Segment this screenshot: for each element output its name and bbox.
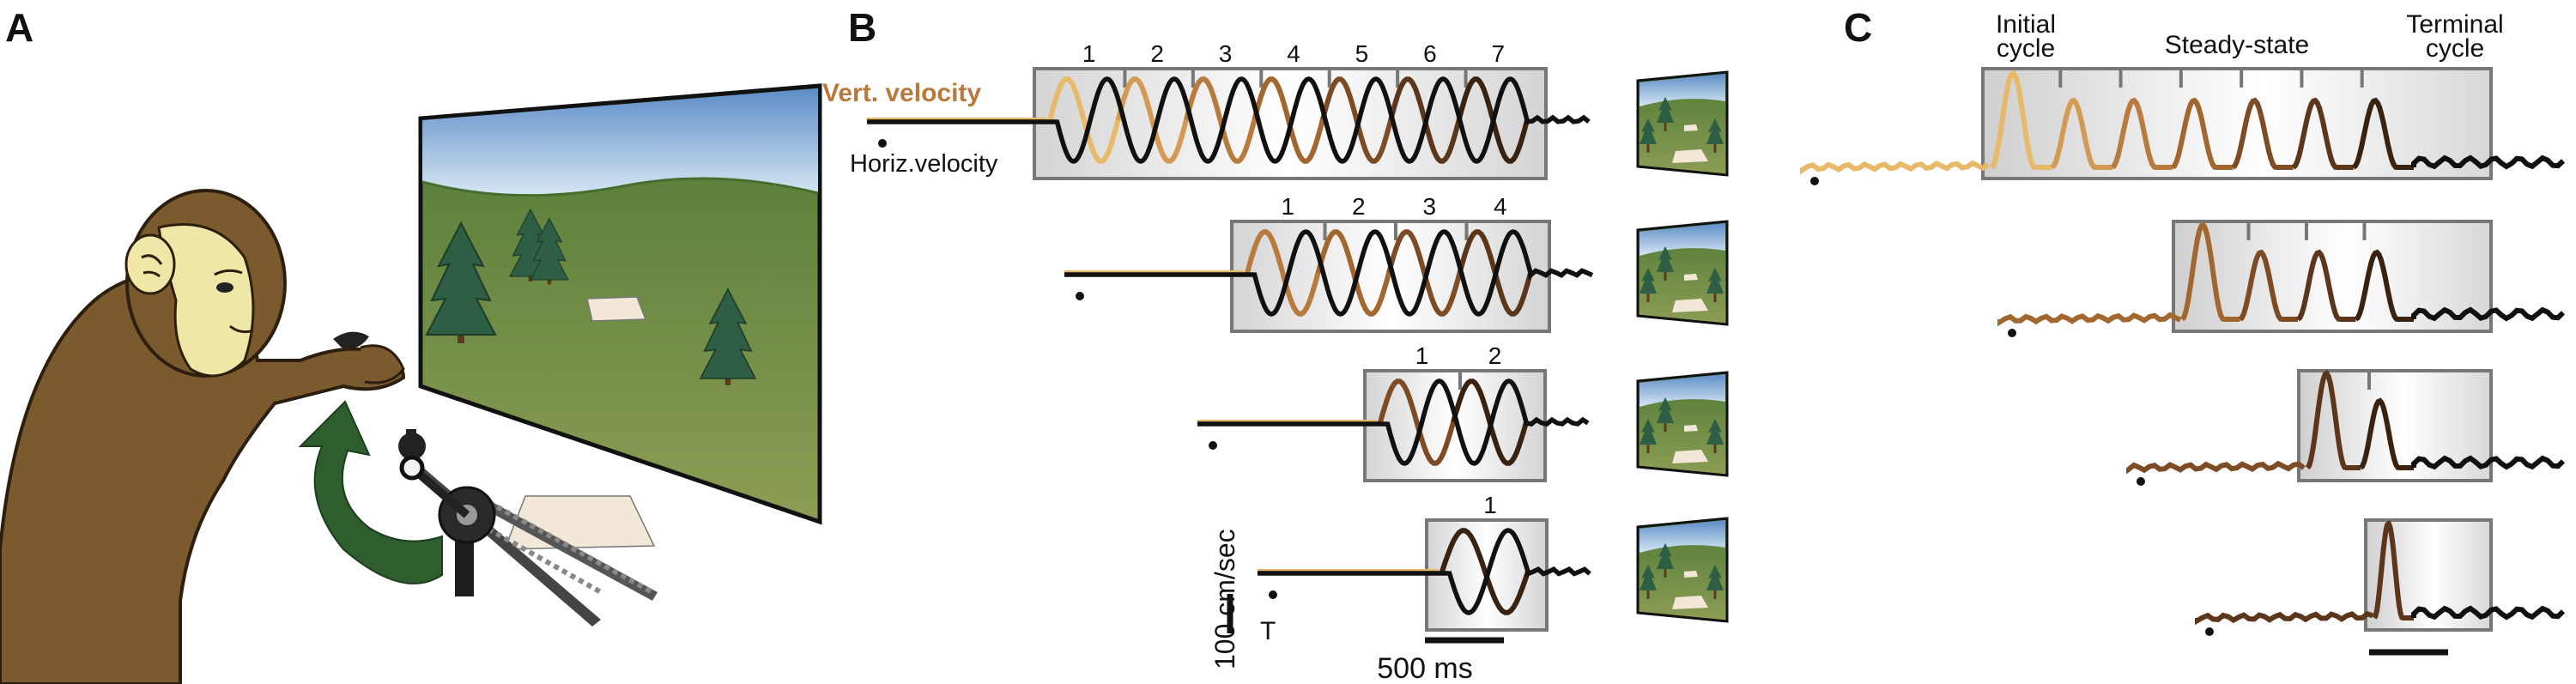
vertical-velocity-cycle xyxy=(1440,528,1530,615)
vertical-velocity-cycle xyxy=(1315,229,1391,317)
speed-peak xyxy=(2110,97,2173,170)
cycle-number: 1 xyxy=(1281,193,1294,220)
vertical-velocity-cycle xyxy=(1378,378,1456,466)
start-dot xyxy=(2205,627,2214,636)
vert-velocity-label: Vert. velocity xyxy=(822,79,981,107)
panel-a-letter: A xyxy=(5,5,33,50)
cycle-number: 3 xyxy=(1219,40,1233,67)
target-patch xyxy=(586,296,647,322)
speed-peak xyxy=(2238,249,2298,322)
terminal-cycle-label-line1: Terminal xyxy=(2406,10,2503,39)
time-scale-label: 500 ms xyxy=(1377,652,1473,684)
cycle-number: 4 xyxy=(1287,40,1300,67)
cycle-number: 2 xyxy=(1488,342,1502,369)
vertical-velocity-cycle xyxy=(1386,229,1463,317)
scene-thumbnail xyxy=(1636,220,1729,326)
vertical-velocity-cycle xyxy=(1319,76,1394,164)
scene-thumbnail xyxy=(1636,371,1729,477)
cycle-number: 1 xyxy=(1483,492,1497,518)
scene-thumbnail xyxy=(1636,70,1729,177)
cycle-number: 5 xyxy=(1355,40,1369,67)
speed-peak xyxy=(2291,97,2354,170)
speed-peak xyxy=(2231,97,2294,170)
vertical-velocity-cycle xyxy=(1047,76,1121,164)
speed-tail xyxy=(2411,605,2566,620)
initial-cycle-label-line1: Initial xyxy=(1996,10,2056,39)
start-dot xyxy=(1269,590,1277,599)
speed-lead-in xyxy=(2126,460,2306,475)
trial-row-c xyxy=(2195,518,2566,656)
trial-row-b: 1 2 3 4 5 6 7 xyxy=(867,40,1729,180)
start-dot xyxy=(2137,477,2145,486)
speed-peak xyxy=(2372,519,2414,620)
cycle-number: 2 xyxy=(1150,40,1164,67)
vertical-velocity-cycle xyxy=(1115,76,1189,164)
start-dot xyxy=(878,139,887,148)
steady-state-label: Steady-state xyxy=(2165,31,2309,59)
cycle-number: 6 xyxy=(1423,40,1437,67)
monkey xyxy=(0,189,406,684)
trial-row-c xyxy=(1997,220,2566,337)
horizontal-velocity-trace xyxy=(1258,528,1591,615)
hand-crank xyxy=(333,331,658,626)
vertical-velocity-cycle xyxy=(1245,229,1321,317)
velocity-scale-label: 100 cm/sec xyxy=(1209,529,1240,669)
trial-row-b: 1 xyxy=(1258,492,1729,632)
start-dot xyxy=(1810,177,1819,185)
trial-row-b: 1 2 3 4 xyxy=(1064,193,1729,333)
start-marker-label: T xyxy=(1260,617,1276,645)
trial-row-c xyxy=(1800,67,2566,185)
scene-thumbnail xyxy=(1636,517,1729,623)
speed-peak xyxy=(2359,397,2414,470)
vertical-velocity-cycle xyxy=(1252,76,1325,164)
cycle-number: 7 xyxy=(1491,40,1505,67)
horiz-velocity-label: Horiz.velocity xyxy=(850,150,998,178)
cycle-number: 1 xyxy=(1082,40,1096,67)
trial-row-c xyxy=(2126,369,2566,486)
virtual-screen xyxy=(418,83,822,550)
panel-a: A xyxy=(0,5,822,684)
speed-lead-in xyxy=(1800,160,1990,175)
vertical-velocity-cycle xyxy=(1183,76,1258,164)
speed-lead-in xyxy=(1997,312,2182,327)
speed-peak xyxy=(2296,249,2356,322)
start-dot xyxy=(1076,292,1084,300)
speed-peak xyxy=(2179,221,2240,322)
horizontal-velocity-trace xyxy=(1197,378,1590,466)
speed-lead-in xyxy=(2195,610,2373,626)
start-dot xyxy=(2008,329,2016,337)
terminal-cycle-label-line2: cycle xyxy=(2426,34,2484,63)
panel-c-letter: C xyxy=(1844,5,1872,50)
speed-tail xyxy=(2411,154,2566,170)
speed-peak xyxy=(1989,70,2052,170)
speed-peak xyxy=(2050,97,2112,170)
speed-tail xyxy=(2411,455,2566,470)
cycle-number: 1 xyxy=(1415,342,1429,369)
speed-peak xyxy=(2351,97,2414,170)
cycle-number: 3 xyxy=(1422,193,1436,220)
speed-peak xyxy=(2354,249,2414,322)
cycle-number: 2 xyxy=(1352,193,1366,220)
initial-cycle-label-line2: cycle xyxy=(1997,34,2055,63)
horizontal-velocity-trace xyxy=(867,76,1591,164)
panel-c: C Initial cycle Steady-state Terminal cy… xyxy=(1800,5,2566,656)
speed-peak xyxy=(2171,97,2234,170)
start-dot xyxy=(1209,441,1217,450)
horizontal-velocity-trace xyxy=(1064,229,1594,317)
speed-tail xyxy=(2411,306,2566,322)
speed-peak xyxy=(2305,370,2361,470)
panel-b: B Vert. velocity Horiz.velocity T 100 cm… xyxy=(822,5,1729,684)
cycle-number: 4 xyxy=(1494,193,1507,220)
rotation-arrow-icon xyxy=(298,400,443,584)
panel-b-letter: B xyxy=(848,5,876,50)
